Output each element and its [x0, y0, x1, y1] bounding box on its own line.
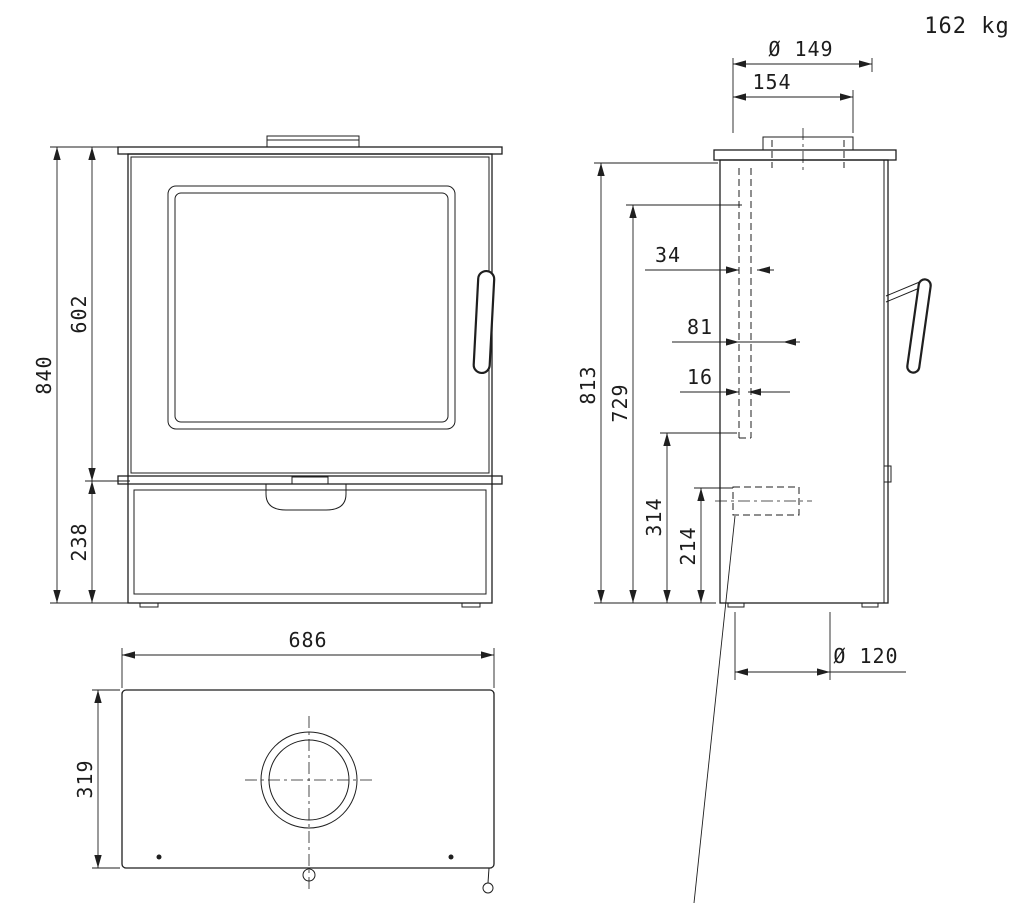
dim-label-314: 314: [642, 497, 666, 536]
handle-bracket: [885, 280, 923, 297]
side-foot-right: [861, 602, 879, 608]
top-knob-center: [302, 868, 316, 882]
front-foot-left: [139, 602, 159, 608]
front-dim-body-height: 602: [67, 147, 130, 482]
front-air-control: [291, 476, 329, 485]
front-view: 840 602 238: [32, 135, 503, 608]
front-storage-cutout: [265, 484, 347, 511]
top-foot-mark: [156, 854, 162, 860]
dim-label-149: Ø 149: [768, 37, 833, 61]
side-dim-flue-collar-width: 154: [733, 70, 854, 133]
handle-bracket: [885, 286, 923, 303]
dim-label-81: 81: [687, 315, 713, 339]
front-door-frame: [130, 156, 490, 474]
front-window-inner: [174, 192, 449, 423]
side-top-plate: [713, 149, 897, 161]
dim-label-813: 813: [576, 365, 600, 404]
side-dim-rear-offset: 81: [672, 315, 800, 346]
front-window: [167, 185, 456, 430]
front-body-outline: [127, 153, 493, 604]
side-dim-flue-rear-height: 729: [608, 204, 742, 603]
dim-label-686: 686: [288, 628, 327, 652]
front-flue-collar: [266, 135, 360, 148]
top-knob-right: [482, 882, 494, 894]
side-view: Ø 149 154 34 81 16: [576, 37, 932, 904]
dim-label-602: 602: [67, 294, 91, 333]
side-latch: [883, 465, 892, 483]
front-door-handle: [472, 269, 496, 375]
dim-label-729: 729: [608, 383, 632, 422]
dim-label-154: 154: [752, 70, 791, 94]
front-foot-right: [461, 602, 481, 608]
side-flue-collar: [762, 136, 854, 151]
dim-label-238: 238: [67, 522, 91, 561]
side-dim-rear-outlet-diameter: Ø 120: [734, 612, 906, 680]
top-body-outline: [121, 689, 495, 869]
top-knob-stem: [487, 867, 490, 884]
dim-label-34: 34: [655, 243, 681, 267]
front-storage-compartment: [133, 489, 487, 595]
dim-label-16: 16: [687, 365, 713, 389]
dim-label-840: 840: [32, 355, 56, 394]
front-top-plate: [117, 146, 503, 155]
side-dim-pipe-offset: 16: [680, 365, 790, 396]
top-dim-width: 686: [121, 628, 495, 688]
dim-label-214: 214: [676, 526, 700, 565]
side-dim-flue-diameter: Ø 149: [732, 37, 873, 133]
side-dim-total-height: 813: [576, 162, 718, 604]
leader-line: [693, 515, 736, 904]
side-door-handle: [885, 278, 932, 374]
dim-label-120: Ø 120: [833, 644, 898, 668]
top-dim-depth: 319: [73, 689, 120, 869]
dim-label-319: 319: [73, 759, 97, 798]
side-dim-outlet-center-height: 314: [642, 432, 737, 603]
side-foot-left: [727, 602, 745, 608]
top-foot-mark: [448, 854, 454, 860]
rear-outlet-dashed: [732, 486, 800, 516]
handle-grip: [906, 278, 932, 374]
weight-label: 162 kg: [924, 14, 1009, 39]
side-dim-outlet-height: 214: [676, 487, 733, 603]
front-dim-overall-height: 840: [32, 146, 130, 604]
top-view: 686 319: [73, 628, 495, 894]
side-dim-flue-offset: 34: [645, 243, 774, 274]
front-dim-base-height: 238: [67, 481, 96, 603]
side-body-outline: [719, 159, 889, 604]
